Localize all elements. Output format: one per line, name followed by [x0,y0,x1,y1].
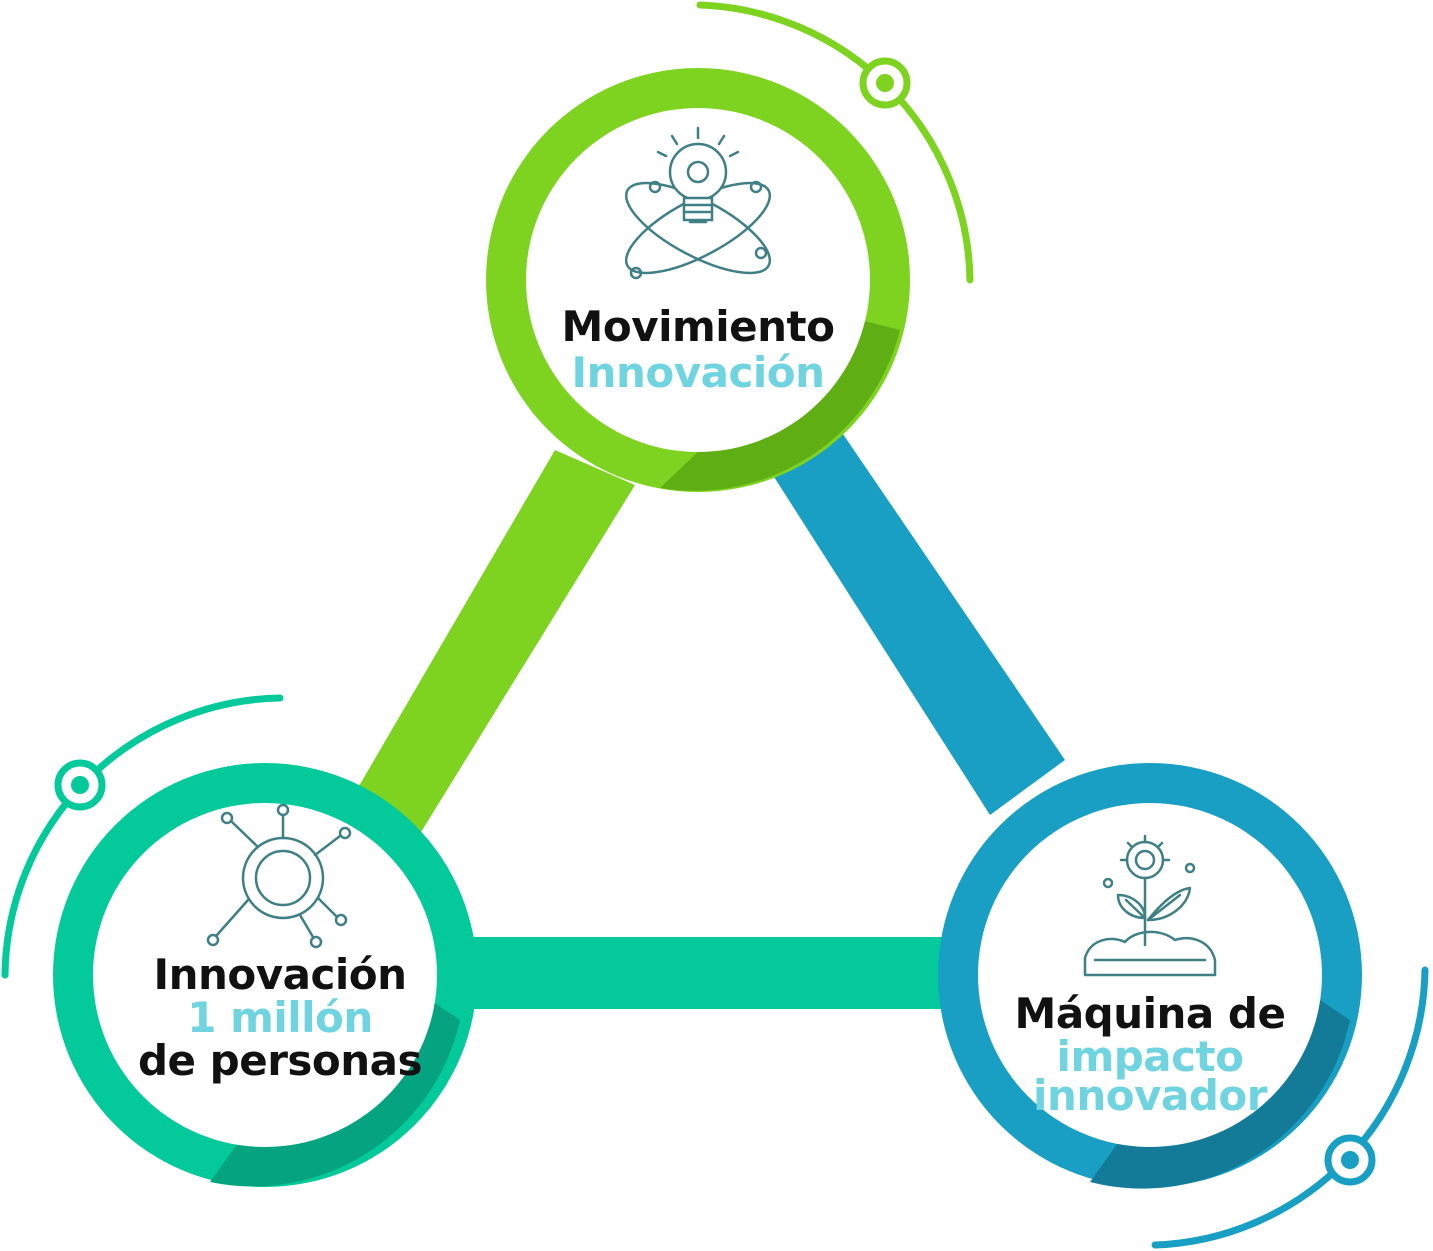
node-left-title-continued: de personas [137,1036,423,1085]
node-left-label: Innovación 1 millón de personas [110,952,450,1084]
node-left-orbit-arc [1,694,284,979]
gear-plant-icon [1083,834,1217,977]
node-top-ring [486,68,910,492]
connector-top-left [345,450,635,850]
connector-bottom [470,937,990,1009]
node-top-subtitle: Innovación [571,348,825,397]
node-top-orbit-arc [696,1,974,284]
node-left-subtitle: 1 millón [187,993,373,1042]
node-top-label: Movimiento Innovación [520,303,876,395]
lightbulb-atom-icon [624,126,772,280]
node-top-title: Movimiento [561,302,835,351]
network-hub-icon [206,803,352,949]
node-right-orbit-arc [1151,966,1429,1249]
node-right-label: Máquina de impacto innovador [985,989,1315,1120]
node-right-subtitle-continued: innovador [1033,1071,1267,1120]
node-left-ring [53,763,477,1187]
connector-top-right [760,415,1065,815]
node-right-title: Máquina de [1014,989,1286,1038]
node-right-subtitle: impacto [1056,1032,1244,1081]
node-left-title: Innovación [153,950,407,999]
